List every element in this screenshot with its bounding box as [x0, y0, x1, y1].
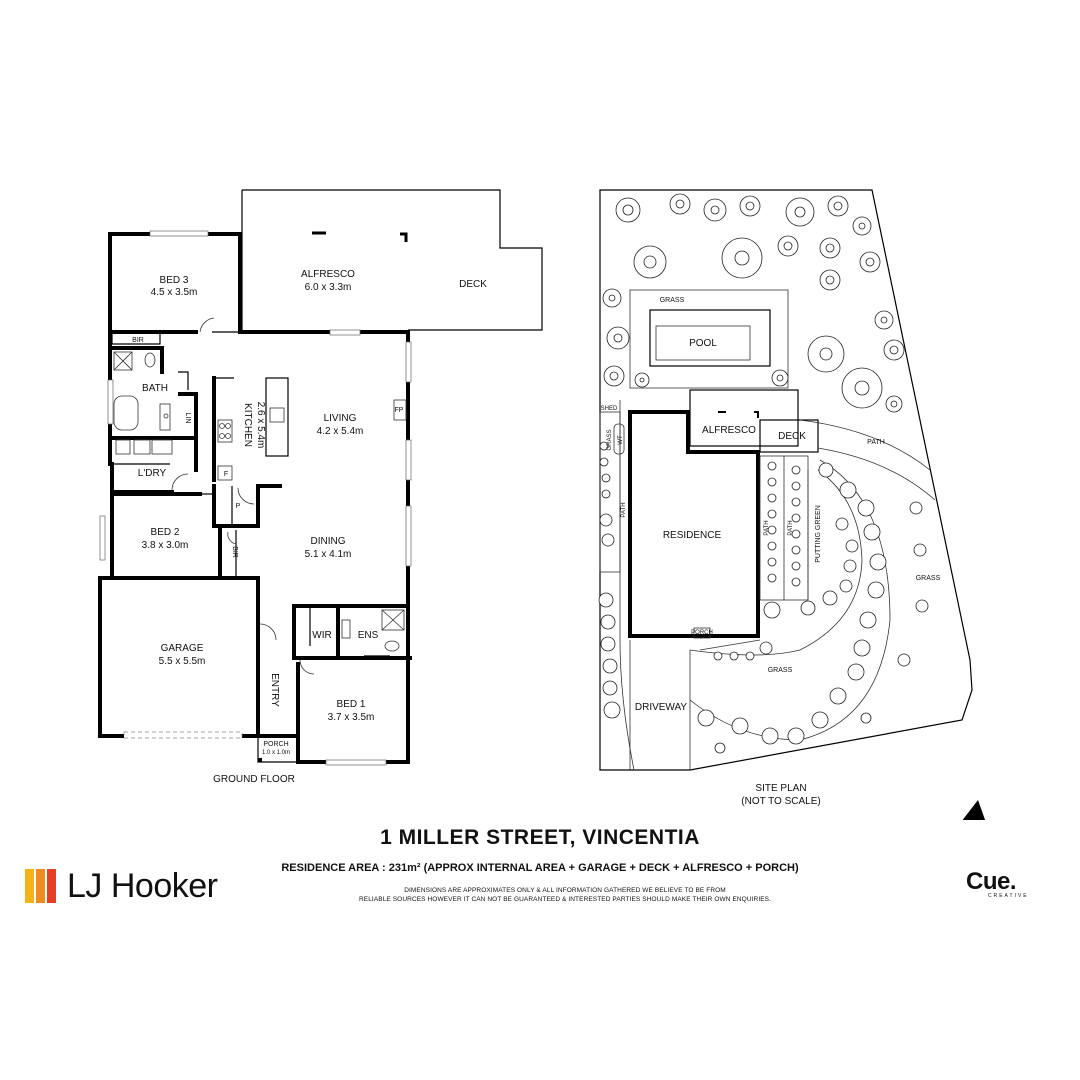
site-label-porch: PORCH — [691, 630, 713, 636]
room-label-bath: BATH — [142, 383, 168, 394]
room-label-ldry: L'DRY — [138, 468, 167, 479]
site-label-grass-bottom: GRASS — [768, 667, 793, 674]
tree-icon — [883, 339, 905, 361]
site-plan-caption-1: SITE PLAN — [755, 783, 806, 794]
site-plan — [599, 189, 973, 771]
room-dims-bed3: 4.5 x 3.5m — [151, 287, 198, 298]
room-dims-dining: 5.1 x 4.1m — [305, 549, 352, 560]
tree-icon — [721, 237, 763, 279]
logo-bar-red — [47, 869, 56, 903]
cue-wordmark: Cue. — [966, 868, 1017, 895]
tree-icon — [827, 195, 849, 217]
site-label-path-b: PATH — [788, 520, 794, 535]
site-label-path-left: PATH — [621, 502, 627, 517]
tree-icon — [807, 335, 845, 373]
cue-subtitle: CREATIVE — [988, 893, 1029, 899]
room-dims-alfresco: 6.0 x 3.3m — [305, 282, 352, 293]
site-label-driveway: DRIVEWAY — [635, 702, 688, 713]
site-label-pool: POOL — [689, 338, 717, 349]
room-label-bir-mid: BIR — [231, 546, 238, 558]
room-label-lin: LIN — [184, 413, 191, 424]
site-label-alfresco: ALFRESCO — [702, 425, 756, 436]
tree-icon — [633, 245, 667, 279]
tree-icon — [819, 237, 841, 259]
room-dims-bed2: 3.8 x 3.0m — [142, 540, 189, 551]
tree-icon — [602, 288, 622, 308]
plans-drawing: BED 3 4.5 x 3.5m ALFRESCO 6.0 x 3.3m DEC… — [98, 189, 986, 820]
room-dims-bed1: 3.7 x 3.5m — [328, 712, 375, 723]
room-dims-porch: 1.0 x 1.0m — [262, 750, 290, 756]
logo-bar-yellow — [25, 869, 34, 903]
lj-hooker-wordmark: LJ Hooker — [67, 866, 218, 905]
room-label-bed2: BED 2 — [151, 527, 180, 538]
site-plan-caption-2: (NOT TO SCALE) — [741, 796, 820, 807]
tree-icon — [859, 251, 881, 273]
logo-bar-orange — [36, 869, 45, 903]
floor-plan-labels: BED 3 4.5 x 3.5m ALFRESCO 6.0 x 3.3m DEC… — [132, 269, 487, 785]
tree-icon — [841, 367, 883, 409]
site-boundary — [599, 189, 973, 771]
disclaimer-line-1: DIMENSIONS ARE APPROXIMATES ONLY & ALL I… — [404, 887, 726, 894]
room-label-alfresco: ALFRESCO — [301, 269, 355, 280]
tree-icon — [634, 372, 650, 388]
north-arrow-icon: N — [962, 800, 986, 820]
room-label-deck: DECK — [459, 279, 487, 290]
residence-area-line: RESIDENCE AREA : 231m² (APPROX INTERNAL … — [281, 862, 799, 874]
site-shrubs — [598, 441, 929, 754]
site-plan-labels: GRASS POOL SHED GRASS WT PATH ALFRESCO D… — [601, 297, 941, 807]
site-label-deck: DECK — [778, 431, 806, 442]
floor-plan-caption: GROUND FLOOR — [213, 774, 295, 785]
room-label-kitchen: KITCHEN — [242, 403, 253, 447]
site-label-wt: WT — [618, 435, 624, 445]
tree-icon — [785, 197, 815, 227]
room-label-wir: WIR — [312, 630, 331, 641]
fireplace-label: FP — [395, 407, 404, 414]
fridge-label: F — [224, 471, 228, 478]
tree-icon — [669, 193, 691, 215]
tree-icon — [771, 369, 789, 387]
site-label-residence: RESIDENCE — [663, 530, 722, 541]
site-label-grass-right: GRASS — [916, 575, 941, 582]
room-label-garage: GARAGE — [161, 643, 204, 654]
disclaimer-line-2: RELIABLE SOURCES HOWEVER IT CAN NOT BE G… — [358, 896, 772, 903]
site-label-grass-side: GRASS — [607, 429, 613, 450]
tree-icon — [874, 310, 894, 330]
room-label-entry: ENTRY — [269, 673, 280, 707]
alfresco-deck-outline — [242, 189, 543, 331]
site-label-putting-green: PUTTING GREEN — [815, 505, 822, 563]
floor-plan — [98, 189, 543, 766]
property-address-title: 1 MILLER STREET, VINCENTIA — [380, 826, 700, 849]
room-label-bed1: BED 1 — [337, 699, 366, 710]
tree-icon — [739, 195, 761, 217]
room-dims-garage: 5.5 x 5.5m — [159, 656, 206, 667]
lj-hooker-logo: LJ Hooker — [25, 866, 218, 906]
tree-icon — [777, 235, 799, 257]
room-dims-kitchen: 2.6 x 5.4m — [255, 402, 266, 449]
room-label-living: LIVING — [324, 413, 357, 424]
room-label-bed3: BED 3 — [160, 275, 189, 286]
tree-icon — [603, 365, 625, 387]
room-label-ens: ENS — [358, 630, 379, 641]
room-label-porch: PORCH — [263, 741, 288, 748]
tree-icon — [885, 395, 903, 413]
cue-creative-logo: Cue. CREATIVE — [966, 868, 1036, 899]
disclaimer: DIMENSIONS ARE APPROXIMATES ONLY & ALL I… — [330, 886, 800, 904]
tree-icon — [606, 326, 630, 350]
pantry-label: P — [236, 503, 241, 510]
room-dims-living: 4.2 x 5.4m — [317, 426, 364, 437]
site-label-shed: SHED — [601, 406, 618, 412]
tree-icon — [819, 269, 841, 291]
tree-icon — [703, 198, 727, 222]
pool-outline — [649, 309, 771, 367]
site-label-grass-top: GRASS — [660, 297, 685, 304]
residence-outline — [628, 410, 760, 638]
room-label-dining: DINING — [311, 536, 346, 547]
site-label-path-a: PATH — [764, 520, 770, 535]
tree-icon — [615, 197, 641, 223]
room-label-bir-top: BIR — [132, 337, 144, 344]
tree-icon — [852, 216, 872, 236]
site-trees — [602, 193, 905, 413]
site-label-path-top: PATH — [867, 439, 885, 446]
